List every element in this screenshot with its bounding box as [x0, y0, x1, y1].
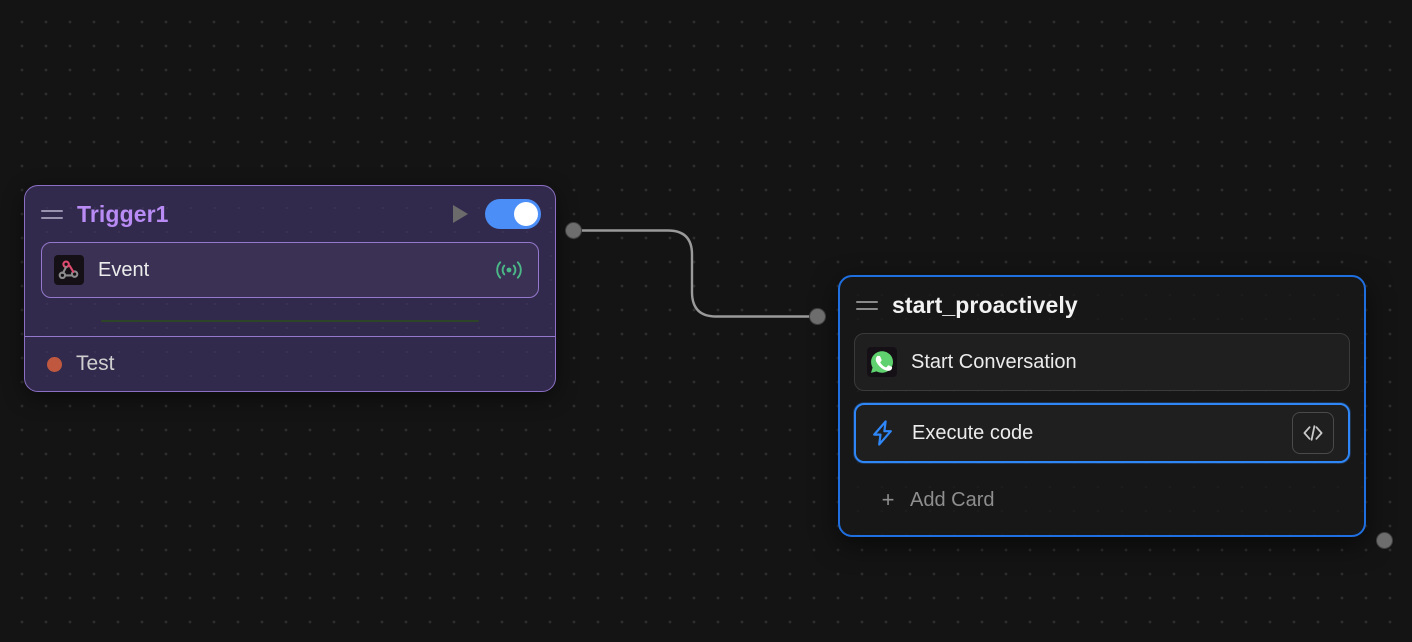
start-input-port[interactable]: [809, 308, 826, 325]
drag-handle-icon[interactable]: [41, 206, 63, 222]
card-execute-code[interactable]: Execute code: [854, 403, 1350, 463]
node-start-proactively[interactable]: start_proactively Start Conversation: [838, 275, 1366, 537]
start-output-port[interactable]: [1376, 532, 1393, 549]
edge-trigger-to-start: [580, 229, 811, 318]
trigger-node-body: Event: [25, 242, 555, 336]
toggle-knob: [514, 202, 538, 226]
trigger-separator-rule: [101, 320, 479, 322]
broadcast-icon[interactable]: [494, 258, 524, 282]
add-card-button[interactable]: + Add Card: [854, 475, 1350, 525]
start-node-header[interactable]: start_proactively: [840, 277, 1364, 333]
play-icon[interactable]: [449, 203, 471, 225]
card-event-label: Event: [98, 258, 150, 281]
lightning-bolt-icon: [868, 418, 898, 448]
code-brackets-icon[interactable]: [1292, 412, 1334, 454]
status-dot-icon: [47, 356, 62, 372]
trigger-node-title: Trigger1: [77, 200, 169, 227]
card-event[interactable]: Event: [41, 242, 539, 298]
start-node-body: Start Conversation Execute code: [840, 333, 1364, 535]
trigger-node-header[interactable]: Trigger1: [25, 186, 555, 242]
trigger-output-port[interactable]: [565, 222, 582, 239]
trigger-enabled-toggle[interactable]: [485, 199, 541, 229]
drag-handle-icon[interactable]: [856, 297, 878, 313]
plus-icon: +: [881, 487, 895, 512]
card-start-conversation-label: Start Conversation: [911, 350, 1077, 373]
card-start-conversation[interactable]: Start Conversation: [854, 333, 1350, 391]
whatsapp-icon: [867, 347, 897, 377]
trigger-node-footer[interactable]: Test: [25, 336, 555, 391]
card-execute-code-label: Execute code: [912, 421, 1034, 444]
trigger-status-label: Test: [76, 352, 115, 375]
webhook-icon: [54, 255, 84, 285]
start-node-title: start_proactively: [892, 291, 1078, 318]
add-card-label: Add Card: [910, 488, 995, 511]
node-trigger1[interactable]: Trigger1: [24, 185, 556, 392]
